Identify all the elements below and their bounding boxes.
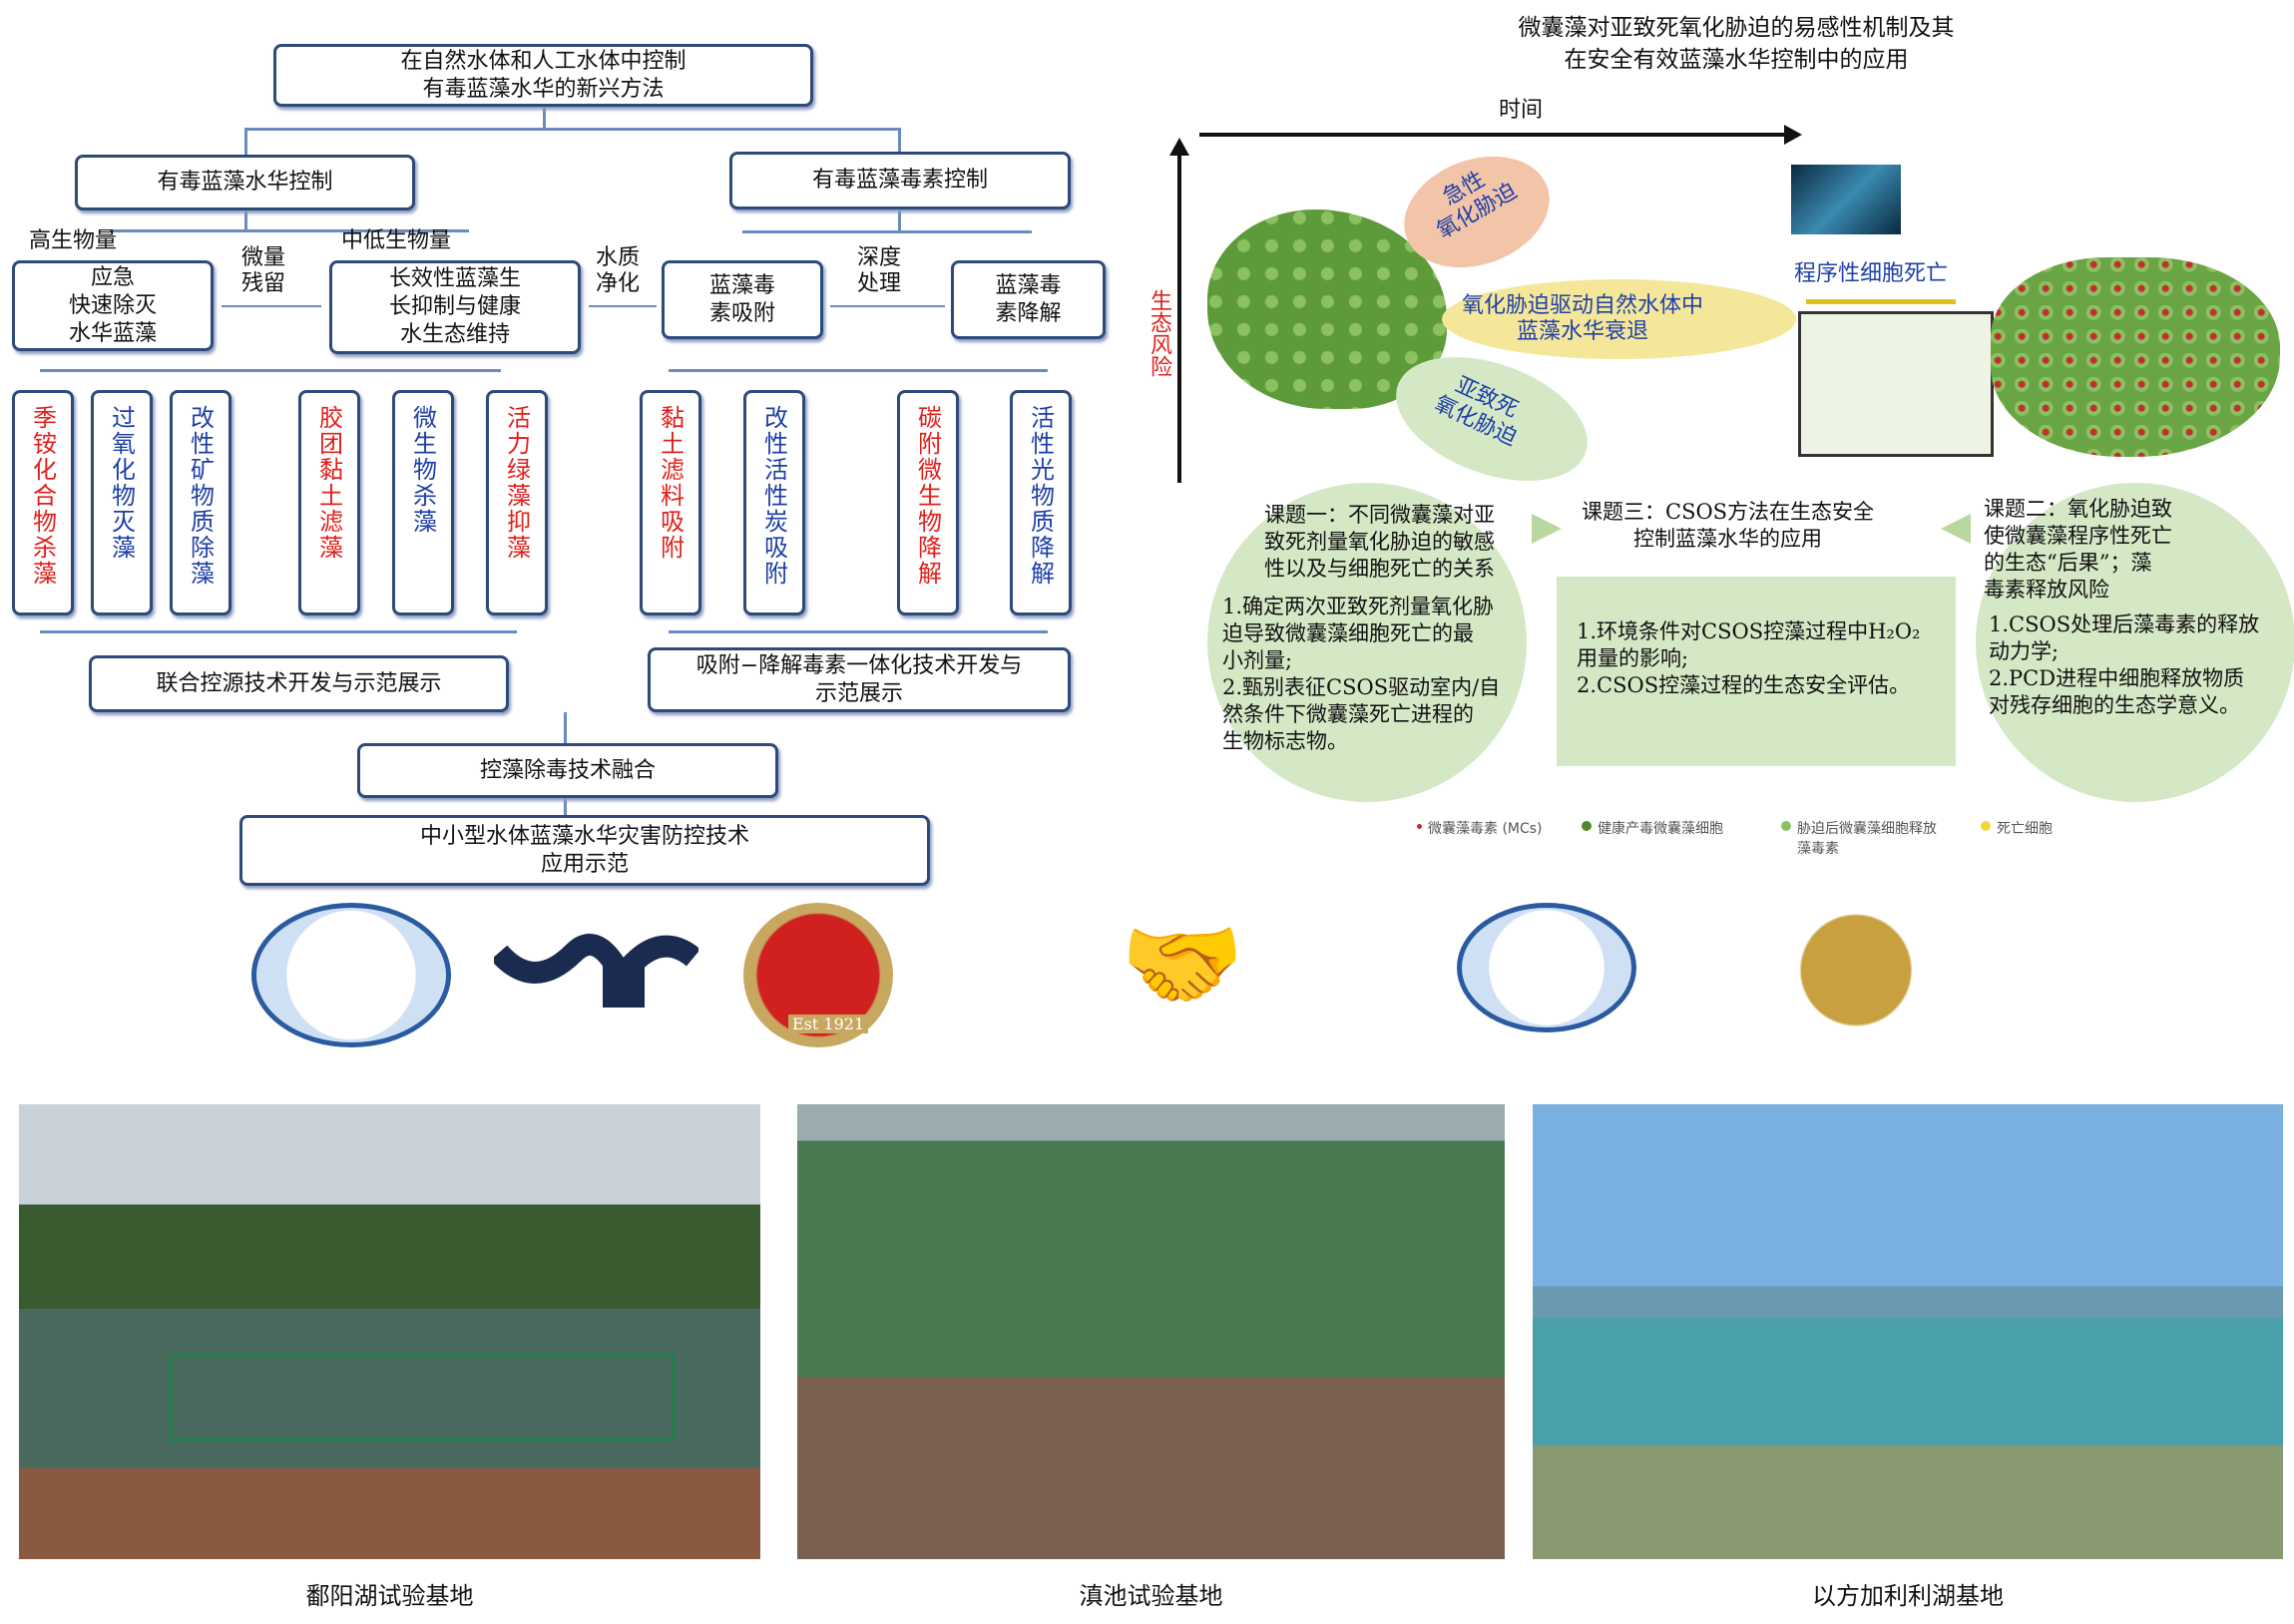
ihb-logo: [251, 903, 451, 1047]
arrow: [830, 305, 945, 307]
colony-right: [1991, 257, 2280, 457]
arrow-right-icon: [1532, 514, 1562, 544]
trace-label: 微量 残留: [241, 245, 286, 296]
risk-axis-label: 生态风险: [1147, 289, 1171, 377]
drive-blob: [1442, 279, 1796, 359]
photo-caption: 以方加利利湖基地: [1812, 1582, 2004, 1610]
partner-logo: [490, 923, 701, 1014]
connector: [564, 712, 567, 743]
legend-item: 健康产毒微囊藻细胞: [1582, 818, 1723, 838]
arrow-left-icon: [1941, 514, 1971, 544]
method-box: 过氧化物灭藻: [91, 390, 153, 615]
method-box: 碳附微生物降解: [897, 390, 959, 615]
legend-dot: [1981, 821, 1991, 831]
time-axis: [1199, 133, 1788, 137]
demo-box: 中小型水体蓝藻水华灾害防控技术 应用示范: [239, 815, 930, 886]
connector: [898, 209, 901, 231]
legend-label: 死亡细胞: [1997, 821, 2053, 837]
bloom-control-box: 有毒蓝藻水华控制: [75, 155, 415, 210]
method-box: 活力绿藻抑藻: [486, 390, 548, 615]
photo-dianchi: [797, 1104, 1505, 1559]
topic2-body: 1.CSOS处理后藻毒素的释放 动力学; 2.PCD进程中细胞释放物质 对残存细…: [1989, 612, 2260, 717]
topic3-title: 课题三：CSOS方法在生态安全 控制蓝藻水华的应用: [1582, 500, 1875, 551]
pond-enclosure: [169, 1354, 676, 1441]
legend-label: 微囊藻毒素 (MCs): [1428, 821, 1543, 837]
arrow: [222, 305, 321, 307]
connector: [244, 128, 900, 131]
topic2-blob: [1976, 483, 2294, 802]
topic3-box: [1557, 577, 1956, 766]
deep-label: 深度 处理: [857, 245, 902, 296]
method-box: 改性矿物质除藻: [170, 390, 231, 615]
arrow-head: [1784, 125, 1802, 145]
risk-axis: [1177, 150, 1181, 483]
ihb-logo: [1457, 903, 1636, 1032]
toxin-control-box: 有毒蓝藻毒素控制: [729, 152, 1071, 209]
legend-item: 微囊藻毒素 (MCs): [1417, 818, 1543, 838]
photo-poyang: [19, 1104, 760, 1559]
drive-label: 氧化胁迫驱动自然水体中 蓝藻水华衰退: [1462, 293, 1704, 344]
est-text: Est 1921: [788, 1015, 869, 1033]
connector: [564, 798, 567, 815]
time-axis-label: 时间: [1499, 98, 1544, 123]
topic1-title: 课题一：不同微囊藻对亚 致死剂量氧化胁迫的敏感 性以及与细胞死亡的关系: [1264, 503, 1495, 581]
legend-dot: [1781, 821, 1791, 831]
method-box: 胶团黏土滤藻: [298, 390, 360, 615]
method-box: 季铵化合物杀藻: [12, 390, 74, 615]
joint-box: 联合控源技术开发与示范展示: [89, 655, 509, 712]
cell-diagram: [1798, 311, 1994, 457]
integrated-box: 吸附−降解毒素一体化技术开发与 示范展示: [648, 647, 1071, 712]
topic1-body: 1.确定两次亚致死剂量氧化胁 迫导致微囊藻细胞死亡的最 小剂量; 2.甄别表征C…: [1222, 595, 1501, 753]
mechanism-title: 微囊藻对亚致死氧化胁迫的易感性机制及其 在安全有效蓝藻水华控制中的应用: [1518, 15, 1955, 73]
photo-caption: 滇池试验基地: [1079, 1582, 1223, 1610]
method-box: 黏土滤料吸附: [640, 390, 701, 615]
legend-label: 胁迫后微囊藻细胞释放 藻毒素: [1797, 821, 1937, 857]
legend-item: 死亡细胞: [1981, 818, 2053, 838]
legend-dot: [1417, 824, 1422, 829]
handshake-icon: 🤝: [1120, 906, 1245, 1022]
emergency-box: 应急 快速除灭 水华蓝藻: [12, 260, 214, 351]
connector: [244, 128, 247, 155]
pcd-label: 程序性细胞死亡: [1794, 261, 1949, 286]
volcani-logo: [1756, 903, 1956, 1037]
topic2-title: 课题二：氧化胁迫致 使微囊藻程序性死亡 的生态“后果”；藻 毒素释放风险: [1984, 497, 2172, 602]
fusion-box: 控藻除毒技术融合: [357, 743, 778, 798]
photo-galilee: [1533, 1104, 2283, 1559]
adsorb-box: 蓝藻毒 素吸附: [662, 260, 823, 339]
legend-item: 胁迫后微囊藻细胞释放 藻毒素: [1781, 818, 1937, 858]
degrade-box: 蓝藻毒 素降解: [951, 260, 1106, 339]
top-title-box: 在自然水体和人工水体中控制 有毒蓝藻水华的新兴方法: [273, 44, 813, 107]
pcd-bar: [1806, 299, 1956, 304]
connector: [669, 630, 1048, 633]
connector: [898, 128, 901, 152]
dna-image: [1791, 165, 1901, 234]
high-biomass-label: 高生物量: [29, 228, 118, 253]
connector: [110, 229, 469, 232]
topic3-body: 1.环境条件对CSOS控藻过程中H₂O₂ 用量的影响; 2.CSOS控藻过程的生…: [1577, 619, 1921, 697]
method-box: 活性光物质降解: [1010, 390, 1072, 615]
method-box: 改性活性炭吸附: [743, 390, 805, 615]
connector: [543, 107, 546, 129]
legend-dot: [1582, 821, 1592, 831]
topic1-blob: [1207, 483, 1527, 802]
arrow-head: [1169, 138, 1189, 156]
photo-caption: 鄱阳湖试验基地: [305, 1582, 474, 1610]
university-logo: Est 1921: [743, 903, 893, 1047]
connector: [244, 210, 247, 230]
connector: [669, 369, 1048, 372]
purify-label: 水质 净化: [596, 245, 641, 296]
connector: [40, 630, 517, 633]
connector: [742, 230, 1032, 233]
connector: [40, 369, 501, 372]
low-biomass-label: 中低生物量: [341, 228, 452, 253]
legend-label: 健康产毒微囊藻细胞: [1598, 821, 1723, 837]
longterm-box: 长效性蓝藻生 长抑制与健康 水生态维持: [329, 260, 581, 354]
method-box: 微生物杀藻: [392, 390, 454, 615]
arrow: [589, 305, 657, 307]
